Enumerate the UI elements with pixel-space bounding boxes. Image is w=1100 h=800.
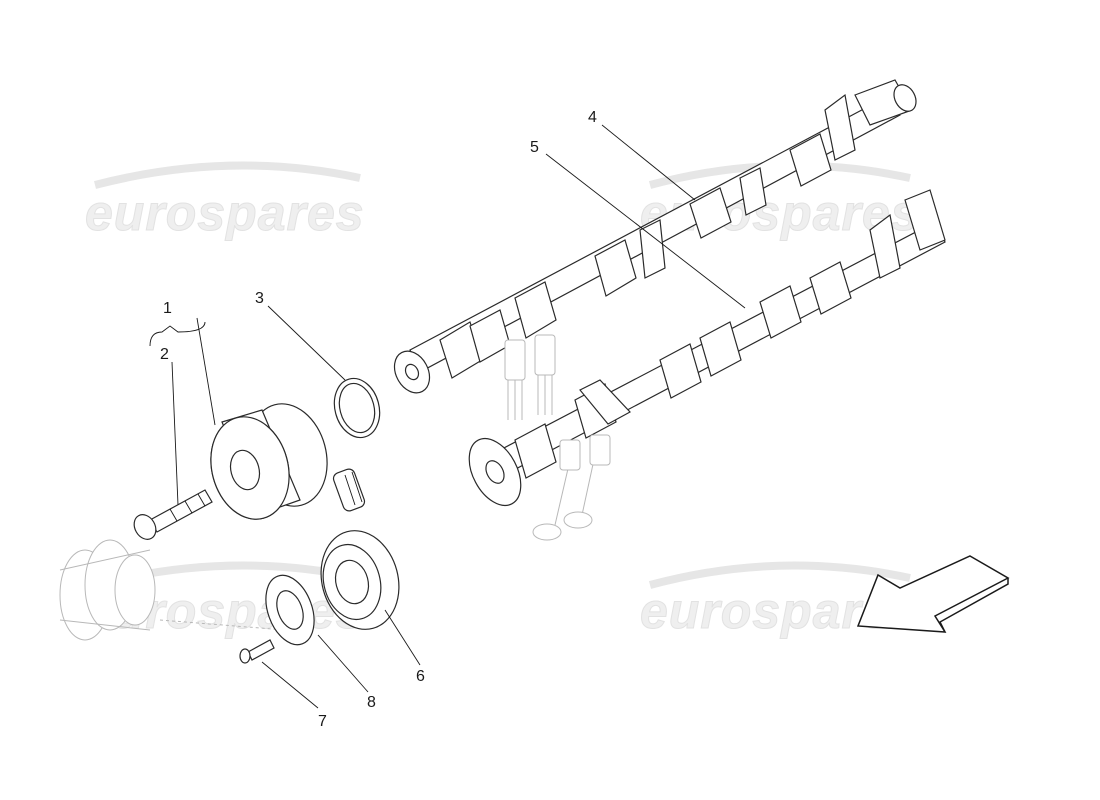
valve-assemblies [504,334,611,541]
watermark-logo: eurospares [85,161,365,242]
direction-arrow [856,555,1010,633]
callout-5: 5 [530,139,539,156]
callout-4: 4 [588,109,597,126]
cam-variator [210,403,328,520]
leader-lines [149,124,746,709]
variator-bolt [133,489,213,540]
sprocket-screw [239,639,275,664]
watermark-logos: eurospares eurospares eurospares eurospa… [85,161,919,640]
cam-sprocket [320,530,400,630]
callout-3: 3 [255,290,264,307]
callout-6: 6 [416,668,425,685]
callout-8: 8 [367,694,376,711]
retaining-plate [265,574,315,646]
crankshaft-gears [59,539,286,641]
timing-chain [332,468,366,512]
callout-labels: 1 2 3 4 5 6 7 8 [160,109,597,730]
watermark-text: eurospares [85,185,365,241]
callout-7: 7 [318,713,327,730]
camshaft-upper [393,79,917,394]
camshaft-lower [468,189,946,507]
snap-ring [333,377,381,439]
callout-2: 2 [160,346,169,363]
callout-1: 1 [163,300,172,317]
